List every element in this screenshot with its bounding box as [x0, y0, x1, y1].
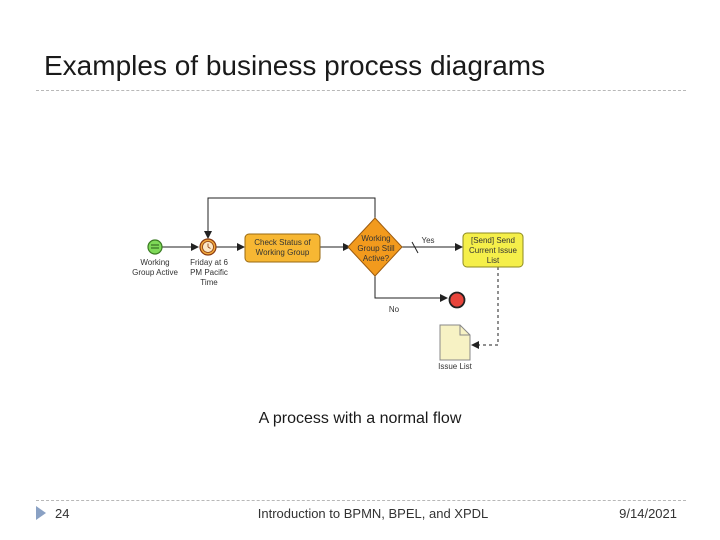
- task-send-label: [Send] Send Current Issue List: [468, 236, 518, 265]
- footer-date: 9/14/2021: [619, 506, 677, 521]
- yes-tick: [411, 241, 419, 254]
- task-check-label: Check Status of Working Group: [254, 238, 311, 257]
- footer-title: Introduction to BPMN, BPEL, and XPDL: [257, 506, 489, 521]
- page-number: 24: [55, 506, 70, 521]
- yes-label: Yes: [421, 236, 435, 245]
- title-divider: [36, 90, 686, 91]
- task-check-status: [244, 233, 321, 263]
- start-event: [147, 239, 163, 255]
- diagram-caption: A process with a normal flow: [258, 410, 462, 427]
- footer-divider: [36, 500, 686, 501]
- start-event-label: Working Group Active: [132, 258, 178, 277]
- process-diagram: Working Group Active Friday at 6 PM Paci…: [130, 190, 530, 380]
- slide-title: Examples of business process diagrams: [44, 50, 546, 81]
- loop-flow: [204, 197, 376, 239]
- timer-event-label: Friday at 6 PM Pacific Time: [190, 258, 228, 287]
- task-send-issue-list: [462, 232, 524, 268]
- flow-no: [374, 270, 448, 302]
- data-object-issue-list: [439, 324, 471, 361]
- association-send-to-data: [471, 267, 499, 349]
- decision-gateway: [347, 217, 403, 277]
- clock-icon: [207, 243, 211, 249]
- gateway-label: Working Group Still Active?: [357, 234, 395, 263]
- diagram-canvas: [147, 197, 524, 361]
- footer-arrow-icon: [36, 506, 46, 520]
- end-event: [448, 291, 466, 309]
- no-label: No: [388, 305, 400, 314]
- data-object-label: Issue List: [438, 362, 472, 371]
